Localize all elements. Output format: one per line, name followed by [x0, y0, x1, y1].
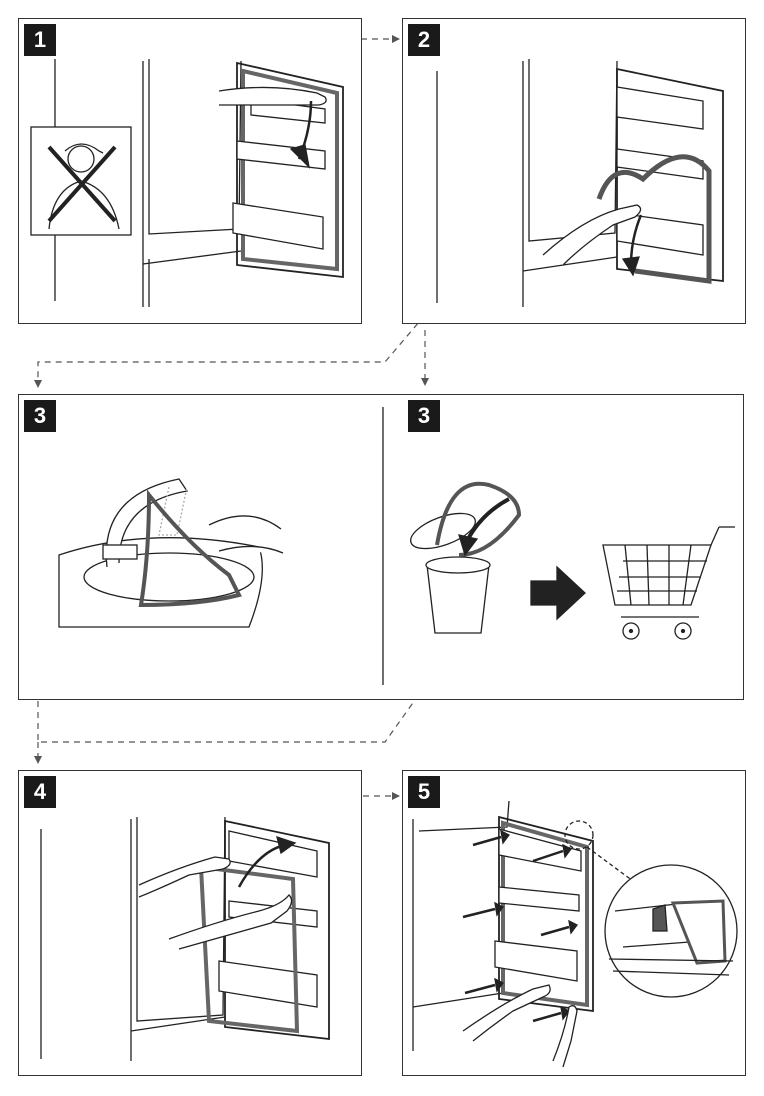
shopping-cart-icon — [602, 526, 735, 640]
hand — [462, 984, 551, 1042]
old-seal — [435, 481, 522, 557]
door-seal — [241, 68, 339, 272]
fridge-door — [224, 819, 330, 1041]
step-3-panel: 3 3 — [18, 394, 744, 700]
hand — [208, 515, 282, 530]
loose-seal — [596, 154, 712, 284]
remove-seal-illustration — [30, 59, 344, 307]
step-4-panel: 4 — [18, 770, 362, 1076]
new-seal — [198, 864, 300, 1034]
step-5-panel: 5 — [402, 770, 746, 1076]
fridge-door — [616, 67, 724, 283]
step-number-badge-alt: 3 — [408, 400, 440, 432]
door-shelf — [232, 202, 324, 250]
fit-seal-illustration — [40, 816, 330, 1061]
arrowhead-1-2 — [392, 35, 400, 43]
trash-bin-icon — [426, 564, 490, 634]
hand — [542, 204, 642, 266]
arrow-right-icon — [530, 565, 586, 621]
door-shelf — [616, 86, 704, 130]
fridge-door — [236, 61, 344, 279]
pull-seal-illustration — [436, 59, 724, 307]
step-number-badge: 2 — [408, 24, 440, 56]
technician-head — [67, 145, 95, 173]
hand — [138, 856, 231, 898]
step-number-badge: 4 — [24, 776, 56, 808]
arrowhead-4-5 — [392, 792, 400, 800]
press-seal-illustration — [412, 800, 738, 1068]
door-shelf — [236, 140, 326, 170]
seated-seal — [501, 820, 589, 1008]
clean-or-replace-illustration — [58, 407, 735, 685]
seal-being-washed — [138, 489, 242, 608]
fridge-door — [498, 815, 594, 1013]
arrowhead-3b — [421, 378, 429, 386]
step-1-panel: 1 — [18, 18, 362, 324]
step-2-panel: 2 — [402, 18, 746, 324]
step-number-badge: 1 — [24, 24, 56, 56]
arrowhead-4 — [34, 756, 42, 764]
step-number-badge: 3 — [24, 400, 56, 432]
press-arrows — [462, 835, 570, 1023]
step-number-badge: 5 — [408, 776, 440, 808]
detail-callout-marker — [564, 820, 594, 850]
hand — [218, 86, 327, 106]
arrowhead-3a — [34, 380, 42, 388]
